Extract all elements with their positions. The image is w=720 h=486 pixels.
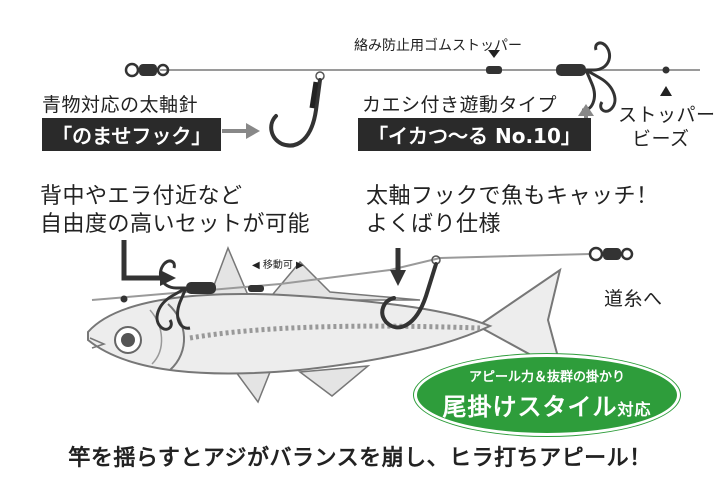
badge-title: 尾掛けスタイル対応	[417, 387, 677, 422]
badge-title-main: 尾掛けスタイル	[442, 393, 618, 421]
rubber-stopper-label: 絡み防止用ゴムストッパー	[354, 38, 522, 54]
arrow-icon	[246, 123, 260, 139]
arrow-icon	[121, 240, 162, 281]
stopper-beads-label-line2: ビーズ	[632, 128, 690, 150]
treble-hook-icon	[556, 41, 617, 113]
swivel-icon	[588, 246, 634, 262]
hook-icon	[380, 255, 441, 330]
rubber-stopper-icon	[486, 66, 502, 74]
swivel-icon	[124, 62, 170, 78]
treble-hook-icon	[155, 259, 216, 331]
arrow-icon	[390, 270, 406, 286]
bottom-caption: 竿を揺らすとアジがバランスを崩し、ヒラ打ちアピール！	[68, 446, 652, 471]
fish-illustration	[87, 245, 564, 404]
arrow-icon	[578, 104, 594, 116]
bead-icon	[120, 295, 128, 303]
hook-icon	[269, 71, 325, 148]
freedom-text-line2: 自由度の高いセットが可能	[40, 212, 311, 237]
freedom-text-line1: 背中やエラ付近など	[40, 184, 243, 209]
top-rig	[124, 41, 700, 148]
bead-icon	[662, 66, 670, 74]
treble-description: カエシ付き遊動タイプ	[362, 94, 558, 116]
rubber-stopper-icon	[248, 285, 264, 292]
treble-name-box: 「イカつ〜る No.10」	[358, 118, 591, 151]
stopper-beads-label-line1: ストッパー	[618, 104, 716, 126]
badge-title-suffix: 対応	[617, 400, 652, 419]
badge-subtitle: アピール力＆抜群の掛かり	[468, 370, 625, 385]
arrow-icon	[660, 86, 672, 96]
mainline-label: 道糸へ	[604, 288, 663, 310]
arrow-icon	[160, 270, 176, 286]
thick-hook-text-line2: よくばり仕様	[366, 212, 502, 237]
thick-hook-text-line1: 太軸フックで魚もキャッチ！	[366, 184, 659, 209]
movable-label: ◀ 移動可 ▶	[252, 260, 304, 271]
arrow-icon	[488, 50, 500, 58]
main-hook-description: 青物対応の太軸針	[42, 94, 199, 116]
bottom-rig	[91, 240, 634, 331]
tail-hook-style-badge: アピール力＆抜群の掛かり 尾掛けスタイル対応	[414, 354, 680, 436]
main-hook-name-box: 「のませフック」	[42, 118, 222, 151]
